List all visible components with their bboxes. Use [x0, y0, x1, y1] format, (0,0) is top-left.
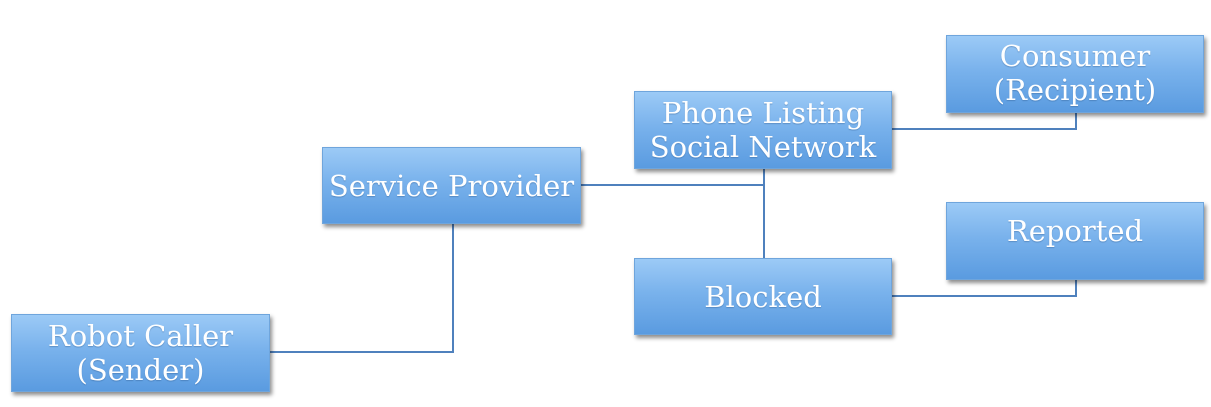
blocked-node: Blocked	[634, 258, 892, 335]
service-provider-label: Service Provider	[328, 168, 575, 203]
reported-label: Reported	[1006, 214, 1144, 248]
reported-node: Reported	[946, 202, 1204, 280]
blocked-label: Blocked	[704, 279, 822, 314]
connector-phone-listing-to-consumer	[892, 113, 1077, 130]
robot-caller-node: Robot Caller (Sender)	[11, 314, 270, 392]
robot-caller-label: Robot Caller (Sender)	[47, 319, 234, 387]
connector-robot-caller-to-service-provider	[270, 224, 454, 353]
service-provider-node: Service Provider	[322, 147, 581, 224]
phone-listing-label: Phone Listing Social Network	[649, 96, 877, 164]
consumer-node: Consumer (Recipient)	[946, 35, 1204, 113]
connector-service-provider-to-phone-listing	[581, 169, 765, 186]
consumer-label: Consumer (Recipient)	[993, 39, 1157, 107]
connector-blocked-to-reported	[892, 280, 1077, 297]
phone-listing-node: Phone Listing Social Network	[634, 91, 892, 169]
